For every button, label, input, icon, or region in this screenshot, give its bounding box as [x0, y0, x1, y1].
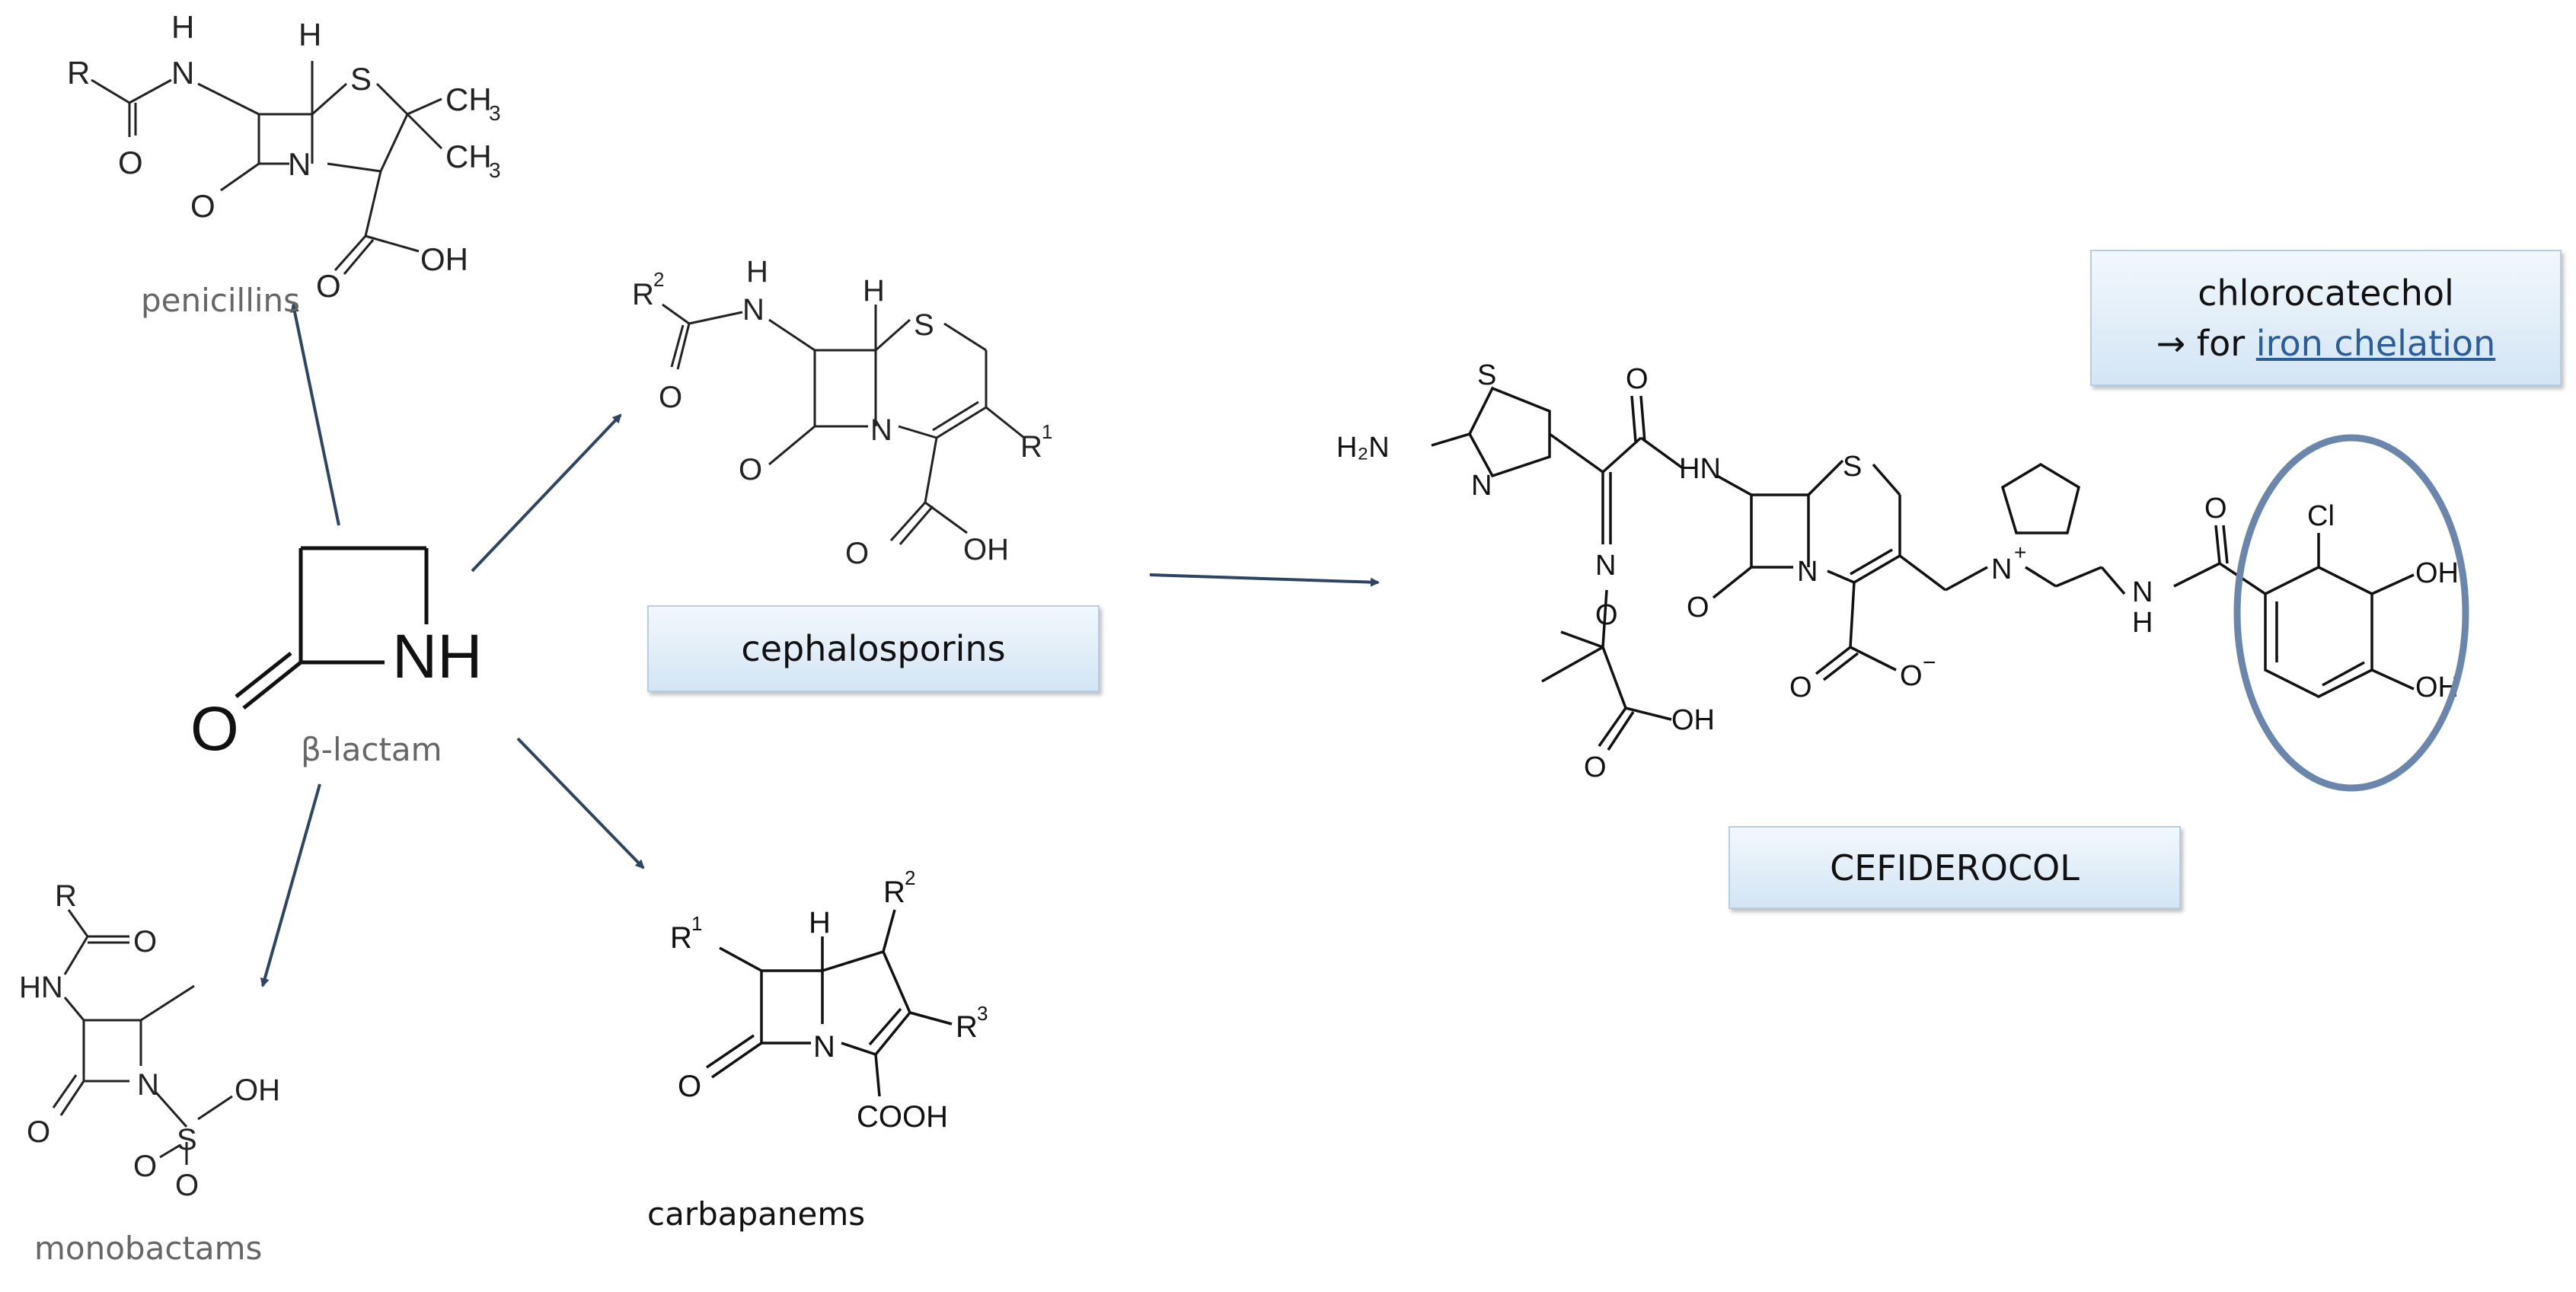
cefiderocol-atom-oh2: OH [2415, 557, 2459, 589]
penicillin-atom-ch3b: CH [445, 139, 492, 174]
cephalosporin-atom-n1: N [742, 293, 765, 327]
monobactam-atom-n: N [137, 1068, 159, 1102]
reaction-arrows [260, 303, 1380, 987]
cefiderocol-atom-o4: O [1687, 592, 1709, 624]
cefiderocol-atom-n3: N [1797, 556, 1818, 588]
cefiderocol-atom-o5: O [1789, 672, 1812, 703]
cefiderocol-atom-hn: HN [1679, 453, 1721, 485]
cephalosporin-atom-h1: H [746, 255, 768, 289]
cefiderocol-atom-n2: N [1595, 550, 1616, 582]
cefiderocol-atom-oh1: OH [1671, 704, 1715, 736]
carbapenem-atom-r3: R [956, 1010, 978, 1044]
cephalosporin-atom-s: S [914, 308, 934, 342]
carbapenem-atom-r2: R [883, 876, 905, 909]
carbapenem-atom-r1: R [670, 921, 692, 955]
cefiderocol-atom-o1: O [1626, 363, 1649, 395]
cefiderocol-atom-s2: S [1843, 451, 1862, 483]
monobactam-atom-r: R [55, 879, 77, 913]
penicillins-label: penicillins [141, 282, 301, 319]
carbapenem-atom-r1-sup: 1 [691, 912, 702, 935]
cephalosporin-atom-h2: H [863, 274, 885, 308]
chlorocatechol-highlight-ring [2233, 434, 2469, 792]
chlorocatechol-tag-line1: chlorocatechol [2198, 272, 2454, 314]
monobactam-atom-o2: O [27, 1115, 50, 1149]
cefiderocol-atom-n4: N [1991, 553, 2012, 585]
cefiderocol-atom-plus: + [2014, 541, 2026, 564]
penicillin-atom-r: R [67, 55, 90, 91]
penicillin-structure: R O H N H S N O CH 3 CH 3 O OH [67, 9, 501, 304]
cephalosporin-atom-n2: N [870, 413, 892, 447]
penicillin-atom-oh: OH [420, 241, 468, 277]
cefiderocol-atom-n5: N [2132, 576, 2153, 608]
cefiderocol-structure: H₂N S N O HN N O O OH S N O O O − N + O … [1336, 359, 2459, 783]
cefiderocol-atom-h5: H [2132, 607, 2153, 639]
carbapenem-structure: R 1 H R 2 R 3 N O COOH [670, 866, 988, 1134]
arrow-to-cephalosporins [471, 413, 622, 573]
cefiderocol-atom-h2n: H₂N [1336, 432, 1390, 464]
cephalosporin-atom-o2: O [739, 453, 762, 486]
penicillin-atom-o1: O [118, 145, 143, 180]
cefiderocol-atom-s1: S [1477, 359, 1496, 391]
penicillin-atom-h1: H [171, 9, 194, 45]
chlorocatechol-tag-line2: → for iron chelation [2156, 318, 2495, 368]
cephalosporin-atom-r1-sup: 1 [1042, 420, 1052, 443]
monobactam-atom-oh: OH [235, 1073, 280, 1107]
carbapenem-atom-cooh: COOH [857, 1100, 948, 1134]
cephalosporin-atom-oh: OH [963, 533, 1009, 566]
carbapenem-atom-n: N [813, 1030, 835, 1064]
penicillin-atom-n2: N [288, 146, 311, 182]
beta-lactam-structure: NH O [190, 546, 482, 764]
carbapanems-label: carbapanems [647, 1195, 866, 1233]
cephalosporin-atom-r1: R [1020, 430, 1042, 464]
cephalosporin-atom-r2: R [632, 278, 654, 311]
penicillin-atom-n1: N [171, 55, 194, 91]
monobactam-atom-o3: O [133, 1150, 157, 1183]
monobactams-label: monobactams [34, 1230, 263, 1267]
carbapenem-atom-h: H [809, 906, 831, 939]
monobactam-atom-hn: HN [19, 971, 63, 1004]
beta-lactam-label: β-lactam [301, 731, 442, 768]
arrow-to-cefiderocol [1149, 573, 1380, 587]
penicillin-atom-ch3b-sub: 3 [489, 158, 501, 182]
carbapenem-atom-o: O [678, 1070, 701, 1103]
beta-lactam-o-label: O [190, 694, 239, 764]
cefiderocol-atom-o3: O [1584, 751, 1607, 783]
chlorocatechol-tag-arrow: → for [2156, 322, 2256, 364]
cefiderocol-atom-o2: O [1595, 599, 1618, 631]
carbapenem-atom-r3-sup: 3 [977, 1002, 988, 1025]
carbapenem-atom-r2-sup: 2 [905, 866, 915, 889]
cefiderocol-tag-text: CEFIDEROCOL [1830, 847, 2080, 888]
penicillin-atom-o3: O [316, 268, 341, 304]
penicillin-atom-s: S [350, 61, 372, 97]
chlorocatechol-tag: chlorocatechol → for iron chelation [2090, 250, 2562, 386]
penicillin-atom-ch3a-sub: 3 [489, 101, 501, 125]
penicillin-atom-h2: H [298, 17, 321, 53]
arrow-to-carbapanems [516, 737, 645, 869]
cefiderocol-atom-o7: O [2204, 493, 2227, 525]
monobactam-structure: R O HN N O S OH O O [19, 879, 280, 1202]
arrow-to-penicillins [290, 303, 340, 526]
cephalosporins-tag: cephalosporins [647, 605, 1100, 692]
cephalosporin-atom-r2-sup: 2 [653, 268, 664, 291]
cephalosporin-atom-o3: O [845, 537, 869, 570]
cefiderocol-tag: CEFIDEROCOL [1729, 826, 2181, 909]
cefiderocol-atom-n1: N [1471, 470, 1492, 502]
beta-lactam-nh-label: NH [392, 622, 482, 691]
iron-chelation-link[interactable]: iron chelation [2255, 322, 2496, 364]
cefiderocol-atom-o6: O [1900, 660, 1923, 692]
cefiderocol-atom-minus: − [1923, 650, 1936, 675]
monobactam-atom-s: S [177, 1123, 197, 1156]
monobactam-atom-o1: O [133, 925, 157, 959]
cephalosporin-structure: R 2 O H N H S N O R 1 O OH [632, 255, 1052, 570]
cephalosporin-atom-o1: O [659, 381, 682, 414]
penicillin-atom-o2: O [190, 188, 215, 224]
penicillin-atom-ch3a: CH [445, 81, 492, 117]
monobactam-atom-o4: O [175, 1169, 199, 1202]
cephalosporins-tag-text: cephalosporins [741, 628, 1006, 669]
arrow-to-monobactams [260, 783, 321, 987]
cefiderocol-atom-cl: Cl [2307, 500, 2335, 532]
